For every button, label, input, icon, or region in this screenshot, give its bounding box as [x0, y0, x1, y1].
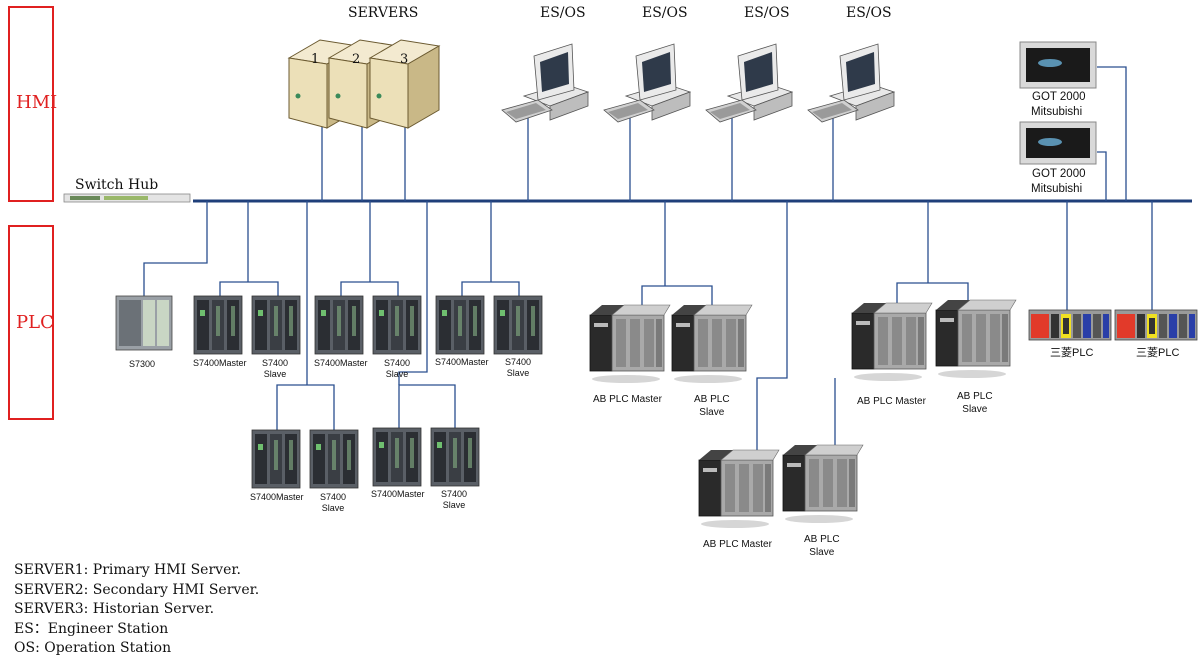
servers-title: SERVERS	[348, 5, 419, 21]
mitsubishi-plc-label: 三菱PLC	[1050, 347, 1094, 359]
server-1-number: 1	[311, 52, 320, 67]
switch-hub-label: Switch Hub	[75, 177, 159, 193]
s7400-master-label: S7400Master	[314, 358, 368, 368]
ab-plc-master-label: AB PLC Master	[593, 394, 662, 405]
legend-item: OS: Operation Station	[14, 640, 172, 656]
mitsubishi-plc-label: 三菱PLC	[1136, 347, 1180, 359]
got-1-vendor: Mitsubishi	[1031, 106, 1083, 118]
s7300-label: S7300	[129, 359, 156, 369]
hmi-zone	[8, 6, 54, 202]
s7400-master-label: S7400Master	[250, 492, 304, 502]
legend-item: SERVER1: Primary HMI Server.	[14, 562, 241, 578]
s7400-master-label: S7400Master	[193, 358, 247, 368]
got-2-vendor: Mitsubishi	[1031, 183, 1083, 195]
server-2-number: 2	[352, 52, 361, 67]
s7400-master-label: S7400Master	[371, 489, 425, 499]
s7400-master-label: S7400Master	[435, 357, 489, 367]
hmi-zone-label: HMI	[16, 92, 58, 113]
legend-item: SERVER2: Secondary HMI Server.	[14, 581, 260, 598]
ab-plc-master-label: AB PLC Master	[703, 539, 772, 550]
station-2-label: ES/OS	[642, 5, 688, 21]
server-3-number: 3	[400, 52, 409, 67]
plc-zone	[8, 225, 54, 420]
got-2-name: GOT 2000	[1032, 168, 1086, 180]
station-4-label: ES/OS	[846, 5, 892, 21]
station-1-label: ES/OS	[540, 5, 586, 21]
station-3-label: ES/OS	[744, 5, 790, 21]
legend: SERVER1: Primary HMI Server. SERVER2: Se…	[14, 561, 259, 659]
legend-item: ES：Engineer Station	[14, 620, 169, 637]
legend-item: SERVER3: Historian Server.	[14, 601, 215, 617]
plc-zone-label: PLC	[16, 312, 54, 333]
ab-plc-master-label: AB PLC Master	[857, 396, 926, 407]
got-1-name: GOT 2000	[1032, 91, 1086, 103]
